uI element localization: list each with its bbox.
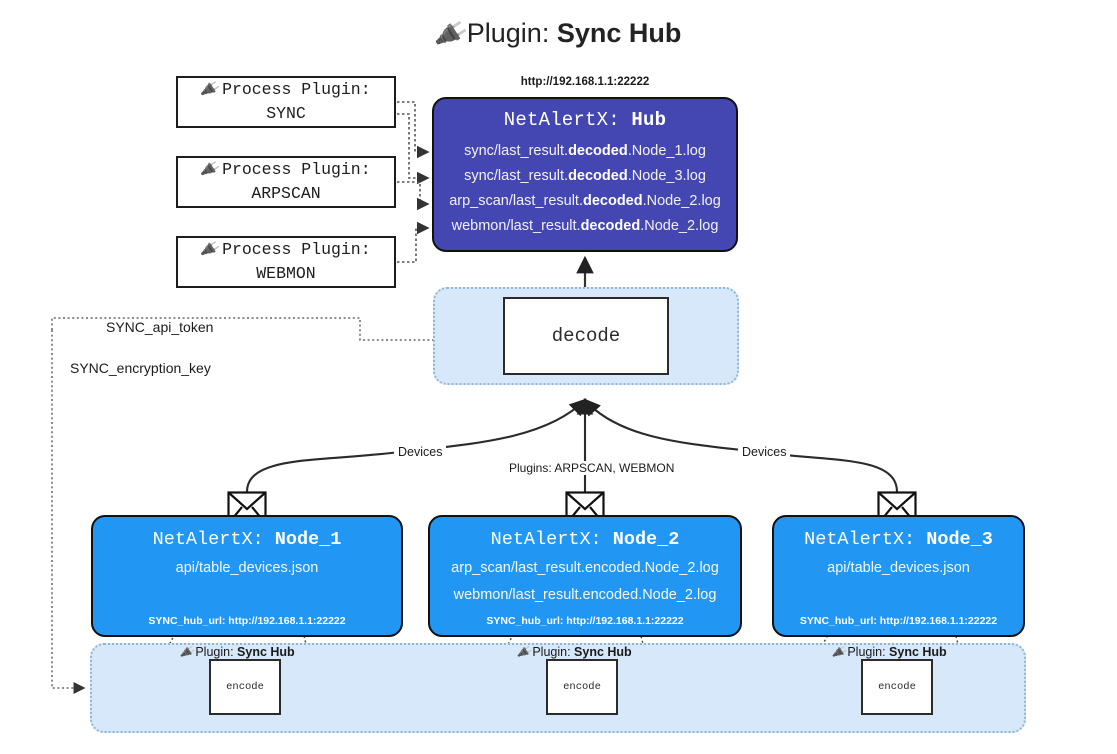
plug-icon: 🔌: [199, 79, 222, 100]
node-footer: SYNC_hub_url: http://192.168.1.1:22222: [148, 615, 346, 627]
process-plugin-name: ARPSCAN: [251, 184, 321, 203]
hub-url-label: http://192.168.1.1:22222: [520, 76, 650, 88]
hub-title-name: Hub: [631, 109, 667, 131]
plug-icon: 🔌: [516, 645, 534, 661]
hub-log-row: arp_scan/last_result.decoded.Node_2.log: [449, 192, 721, 209]
hub-log-row: webmon/last_result.decoded.Node_2.log: [451, 217, 719, 234]
node-footer: SYNC_hub_url: http://192.168.1.1:22222: [486, 615, 684, 627]
hub-log-row: sync/last_result.decoded.Node_1.log: [464, 143, 706, 159]
node-box-node-2[interactable]: NetAlertX: Node_2 arp_scan/last_result.e…: [428, 515, 742, 637]
node-line: arp_scan/last_result.encoded.Node_2.log: [451, 560, 719, 576]
hub-log-row: sync/last_result.decoded.Node_3.log: [464, 167, 706, 184]
process-plugin-name: WEBMON: [256, 264, 316, 283]
process-plugin-label: Process Plugin:: [222, 160, 371, 180]
process-plugin-label: Process Plugin:: [222, 80, 371, 100]
hub-log-list: sync/last_result.decoded.Node_1.log sync…: [434, 139, 736, 239]
encode-box-node-1[interactable]: encode: [209, 659, 281, 715]
page-title-prefix: Plugin:: [466, 18, 557, 48]
node-footer: SYNC_hub_url: http://192.168.1.1:22222: [799, 615, 998, 627]
encode-box-node-2[interactable]: encode: [546, 659, 618, 715]
edge-label-devices-left: Devices: [394, 445, 447, 459]
plug-icon: 🔌: [199, 239, 222, 260]
hub-title: NetAlertX: Hub: [434, 109, 736, 131]
process-plugin-box-webmon[interactable]: 🔌Process Plugin: WEBMON: [176, 236, 396, 288]
node-title: NetAlertX: Node_2: [490, 529, 680, 550]
process-plugin-label: Process Plugin:: [222, 240, 371, 260]
hub-title-prefix: NetAlertX:: [503, 109, 632, 131]
process-plugin-name: SYNC: [266, 104, 306, 123]
plug-icon: 🔌: [199, 159, 222, 180]
hub-node-box[interactable]: NetAlertX: Hub sync/last_result.decoded.…: [432, 97, 738, 252]
node-title: NetAlertX: Node_3: [804, 529, 993, 550]
plugin-label-node-1: 🔌Plugin: Sync Hub: [179, 645, 295, 661]
edge-label-devices-right: Devices: [738, 445, 791, 459]
plug-icon: 🔌: [433, 17, 470, 51]
node-line: api/table_devices.json: [175, 560, 319, 576]
process-plugin-box-sync[interactable]: 🔌Process Plugin: SYNC: [176, 76, 396, 128]
node-line: webmon/last_result.encoded.Node_2.log: [453, 587, 717, 604]
node-box-node-3[interactable]: NetAlertX: Node_3 api/table_devices.json…: [772, 515, 1025, 637]
edge-label-plugins: Plugins: ARPSCAN, WEBMON: [505, 461, 679, 475]
sync-encryption-key-label: SYNC_encryption_key: [66, 360, 215, 376]
plugin-label-node-2: 🔌Plugin: Sync Hub: [516, 645, 632, 661]
node-title: NetAlertX: Node_1: [152, 529, 342, 550]
node-line: api/table_devices.json: [827, 560, 970, 576]
node-box-node-1[interactable]: NetAlertX: Node_1 api/table_devices.json…: [91, 515, 403, 637]
plugin-label-node-3: 🔌Plugin: Sync Hub: [831, 645, 947, 661]
plug-icon: 🔌: [179, 645, 197, 661]
decode-box[interactable]: decode: [503, 297, 669, 375]
plug-icon: 🔌: [831, 645, 849, 661]
process-plugin-box-arpscan[interactable]: 🔌Process Plugin: ARPSCAN: [176, 156, 396, 208]
encode-box-node-3[interactable]: encode: [861, 659, 933, 715]
page-title-name: Sync Hub: [556, 18, 682, 48]
page-title: 🔌Plugin: Sync Hub: [0, 17, 1117, 51]
sync-api-token-label: SYNC_api_token: [102, 319, 218, 335]
